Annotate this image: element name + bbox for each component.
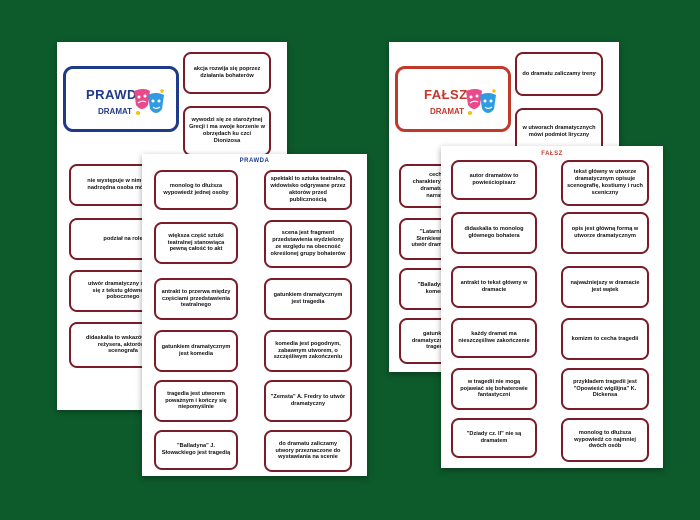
theater-masks-icon — [134, 89, 164, 115]
falsz-front-sheet: FAŁSZ autor dramatów to powieściopisarz … — [441, 146, 663, 468]
card-text: gatunkiem dramatycznym jest tragedia — [411, 330, 463, 351]
prawda-card[interactable]: "Balladyna" J. Słowackiego jest tragedią — [154, 430, 238, 470]
prawda-card[interactable]: do dramatu zaliczamy utwory przeznaczone… — [264, 430, 352, 472]
prawda-card[interactable]: gatunkiem dramatycznym jest komedia — [154, 330, 238, 372]
falsz-title-box: FAŁSZ DRAMAT — [395, 66, 511, 132]
prawda-top-card[interactable]: akcja rozwija się poprzez działania boha… — [183, 52, 271, 94]
card-text: cechą charakterystyczną dramatu jest nar… — [412, 172, 462, 199]
prawda-card[interactable]: scena jest fragment przedstawienia wydzi… — [264, 220, 352, 268]
prawda-card[interactable]: komedia jest pogodnym, zabawnym utworem,… — [264, 330, 352, 372]
prawda-front-sheet: PRAWDA monolog to dłuższa wypowiedź jedn… — [142, 154, 367, 476]
falsz-card[interactable]: "Dziady cz. II" nie są dramatem — [451, 418, 537, 458]
card-text: "Latarnik" H. Sienkiewicza to utwór dram… — [411, 228, 463, 249]
falsz-card[interactable]: każdy dramat ma nieszczęśliwe zakończeni… — [451, 318, 537, 358]
prawda-top-card[interactable]: wywodzi się ze starożytnej Grecji i ma s… — [183, 106, 271, 156]
prawda-card[interactable]: większa część sztuki teatralnej stanowią… — [154, 222, 238, 264]
card-text: utwór dramatyczny składa się z tekstu gł… — [88, 280, 158, 301]
prawda-title-box: PRAWDA DRAMAT — [63, 66, 179, 132]
card-text: "Balladyna" to komedia — [417, 282, 457, 295]
falsz-card[interactable]: tekst główny w utworze dramatycznym opis… — [561, 160, 649, 206]
falsz-card[interactable]: komizm to cecha tragedii — [561, 318, 649, 360]
prawda-card[interactable]: monolog to dłuższa wypowiedź jednej osob… — [154, 170, 238, 210]
falsz-card[interactable]: najważniejszy w dramacie jest wątek — [561, 266, 649, 308]
falsz-sheet-label: FAŁSZ — [541, 151, 563, 157]
prawda-card[interactable]: antrakt to przerwa między częściami prze… — [154, 278, 238, 320]
prawda-card[interactable]: tragedia jest utworem poważnym i kończy … — [154, 380, 238, 422]
prawda-subtitle: DRAMAT — [98, 107, 133, 116]
card-text: didaskalia to wskazówki dla reżysera, ak… — [86, 334, 160, 355]
prawda-card[interactable]: "Zemsta" A. Fredry to utwór dramatyczny — [264, 380, 352, 422]
card-text: podział na role — [103, 235, 143, 242]
prawda-card[interactable]: spektakl to sztuka teatralna, widowisko … — [264, 170, 352, 210]
falsz-subtitle: DRAMAT — [430, 107, 465, 116]
falsz-card[interactable]: w tragedii nie mogą pojawiać się bohater… — [451, 368, 537, 410]
prawda-title: PRAWDA — [86, 87, 147, 102]
prawda-card[interactable]: gatunkiem dramatycznym jest tragedia — [264, 278, 352, 320]
falsz-card[interactable]: opis jest główną formą w utworze dramaty… — [561, 212, 649, 254]
falsz-card[interactable]: autor dramatów to powieściopisarz — [451, 160, 537, 200]
falsz-top-card[interactable]: do dramatu zaliczamy treny — [515, 52, 603, 96]
falsz-card[interactable]: antrakt to tekst główny w dramacie — [451, 266, 537, 308]
falsz-card[interactable]: przykładem tragedii jest "Opowieść wigil… — [561, 368, 649, 410]
card-text: nie występuje w nim żadna nadrzędna osob… — [87, 178, 159, 191]
falsz-title: FAŁSZ — [424, 87, 468, 102]
falsz-card[interactable]: monolog to dłuższa wypowiedź co najmniej… — [561, 418, 649, 462]
prawda-sheet-label: PRAWDA — [239, 158, 270, 164]
theater-masks-icon — [466, 89, 496, 115]
falsz-card[interactable]: didaskalia to monolog głównego bohatera — [451, 212, 537, 254]
